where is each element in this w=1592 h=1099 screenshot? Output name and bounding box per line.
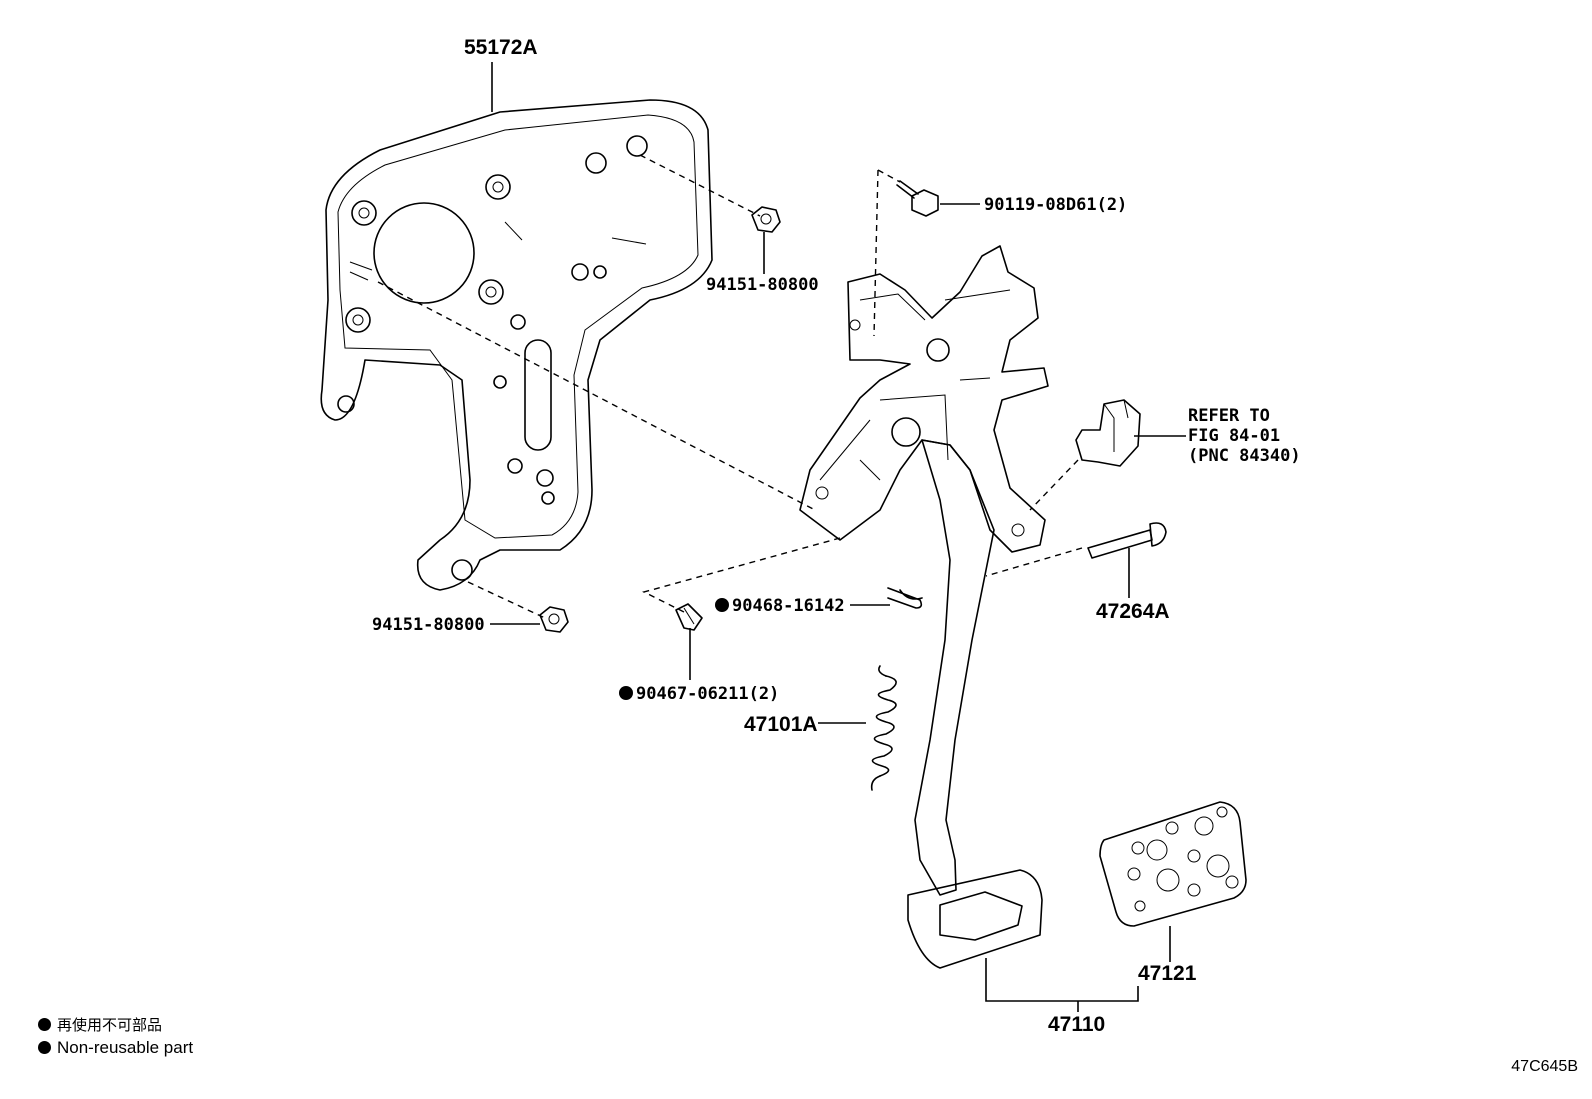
clip-pin bbox=[887, 587, 923, 609]
assembly-lines bbox=[377, 154, 1083, 619]
label-nut-upper: 94151-80800 bbox=[706, 275, 819, 295]
bushing bbox=[675, 603, 703, 631]
label-spring: 47101A bbox=[744, 713, 818, 736]
pedal-arm bbox=[914, 439, 995, 896]
legend-jp: 再使用不可部品 bbox=[38, 1014, 162, 1035]
pedal-support bbox=[799, 245, 1049, 553]
label-refer-2: FIG 84-01 bbox=[1188, 426, 1280, 446]
label-refer-3: (PNC 84340) bbox=[1188, 446, 1301, 466]
pin-shaft-47264A bbox=[1087, 522, 1167, 559]
legend-dot-icon bbox=[38, 1041, 51, 1054]
label-pin-shaft: 47264A bbox=[1096, 600, 1170, 623]
nonreusable-marker-bushing bbox=[619, 686, 633, 700]
legend-en-text: Non-reusable part bbox=[57, 1038, 194, 1057]
stop-lamp-switch bbox=[1075, 399, 1141, 467]
label-clip-pin: 90468-16142 bbox=[732, 596, 845, 616]
nut-upper bbox=[751, 206, 781, 233]
legend-jp-text: 再使用不可部品 bbox=[57, 1016, 163, 1034]
legend-en: Non-reusable part bbox=[38, 1038, 193, 1058]
leader-lines bbox=[490, 62, 1186, 1012]
label-pedal-pad: 47121 bbox=[1138, 962, 1197, 985]
nonreusable-marker-clip bbox=[715, 598, 729, 612]
bolt-top bbox=[896, 180, 939, 217]
label-nut-lower: 94151-80800 bbox=[372, 615, 485, 635]
spring-47101A bbox=[870, 665, 897, 791]
label-bushing: 90467-06211(2) bbox=[636, 684, 779, 704]
label-pedal-assy: 47110 bbox=[1048, 1013, 1105, 1036]
nut-lower bbox=[539, 606, 569, 633]
label-bolt-top: 90119-08D61(2) bbox=[984, 195, 1127, 215]
figure-code: 47C645B bbox=[1511, 1058, 1578, 1075]
pedal-pad-base bbox=[907, 869, 1043, 969]
pedal-pad-47121 bbox=[1099, 801, 1247, 927]
label-refer-1: REFER TO bbox=[1188, 406, 1270, 426]
legend-dot-icon bbox=[38, 1018, 51, 1031]
label-bracket: 55172A bbox=[464, 36, 538, 59]
bracket-55172A bbox=[320, 99, 713, 591]
